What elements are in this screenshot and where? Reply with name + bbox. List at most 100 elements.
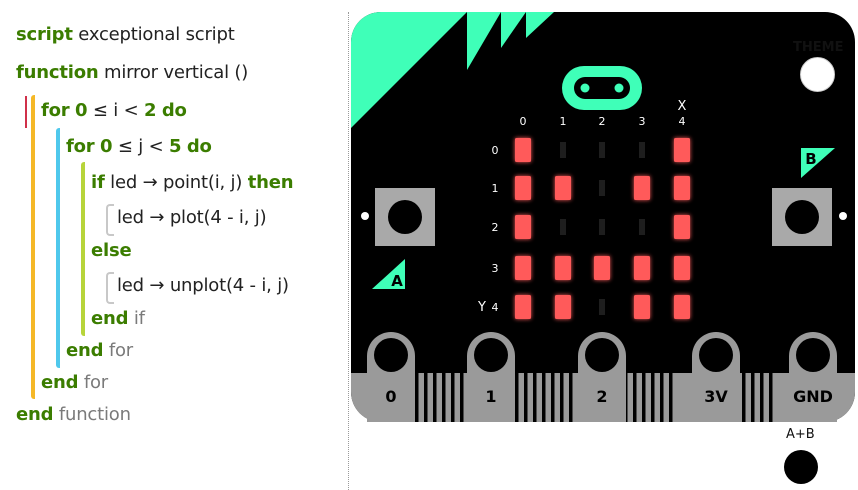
edge-line [551, 373, 555, 422]
code-line-unplot[interactable]: led → unplot(4 - i, j) [117, 270, 289, 302]
end-for-label: for [108, 340, 133, 361]
pin-hole [585, 338, 619, 372]
edge-line [433, 373, 437, 422]
theme-button[interactable] [800, 57, 835, 92]
pin-label: 1 [485, 387, 496, 406]
y-axis-label: Y [477, 300, 486, 315]
code-line-end-if[interactable]: end if [91, 303, 145, 335]
accent-triangle-large [351, 12, 467, 128]
plot-statement-bracket [106, 204, 114, 236]
edge-line [742, 373, 746, 422]
led-on[interactable] [634, 256, 650, 280]
led-on[interactable] [674, 176, 690, 200]
row-label: 3 [492, 262, 499, 275]
button-a-label: A [391, 272, 403, 290]
button-a[interactable] [375, 188, 435, 246]
led-on[interactable] [674, 215, 690, 239]
led-on[interactable] [674, 256, 690, 280]
ab-button[interactable] [784, 450, 818, 484]
theme-label: THEME [793, 40, 844, 55]
accent-triangle-tiny [526, 12, 554, 38]
code-line-function[interactable]: function mirror vertical () [16, 57, 248, 89]
led-on[interactable] [594, 256, 610, 280]
if-block-bar[interactable] [81, 162, 85, 336]
keyword-do: do [161, 100, 187, 121]
ab-button-label: A+B [786, 427, 815, 442]
edge-line [533, 373, 537, 422]
edge-line [633, 373, 637, 422]
range-operator: ≤ j < [117, 136, 164, 157]
led-on[interactable] [674, 138, 690, 162]
code-line-if[interactable]: if led → point(i, j) then [91, 167, 294, 199]
keyword-end: end [91, 308, 129, 329]
led-on[interactable] [515, 176, 531, 200]
edge-line [542, 373, 546, 422]
pin-2[interactable]: 2 [578, 332, 626, 422]
led-off[interactable] [599, 219, 605, 235]
button-b-label-triangle [801, 148, 835, 178]
edge-line [460, 373, 464, 422]
edge-line [442, 373, 446, 422]
for-i-block-bar[interactable] [31, 95, 35, 399]
code-line-end-for-j[interactable]: end for [66, 335, 133, 367]
led-on[interactable] [515, 256, 531, 280]
code-line-for-j[interactable]: for 0 ≤ j < 5 do [66, 131, 212, 163]
pin-3v[interactable]: 3V [692, 332, 740, 422]
button-a-label-triangle [372, 259, 405, 289]
led-off[interactable] [560, 142, 566, 158]
led-on[interactable] [674, 295, 690, 319]
led-on[interactable] [555, 256, 571, 280]
led-off[interactable] [560, 219, 566, 235]
led-off[interactable] [599, 142, 605, 158]
code-line-script[interactable]: script exceptional script [16, 19, 235, 51]
led-on[interactable] [515, 215, 531, 239]
keyword-if: if [91, 172, 105, 193]
led-on[interactable] [555, 295, 571, 319]
column-label: 2 [599, 115, 606, 128]
led-off[interactable] [599, 299, 605, 315]
led-off[interactable] [639, 219, 645, 235]
led-on[interactable] [634, 176, 650, 200]
code-line-else[interactable]: else [91, 235, 132, 267]
code-line-end-for-i[interactable]: end for [41, 367, 108, 399]
led-on[interactable] [515, 295, 531, 319]
range-end: 5 [169, 136, 182, 157]
code-line-end-function[interactable]: end function [16, 399, 131, 431]
led-matrix[interactable] [515, 138, 690, 319]
selection-marker [25, 96, 27, 128]
edge-line [660, 373, 664, 422]
pin-0[interactable]: 0 [367, 332, 415, 422]
led-off[interactable] [599, 180, 605, 196]
pin-1[interactable]: 1 [467, 332, 515, 422]
column-label: 1 [560, 115, 567, 128]
led-off[interactable] [639, 142, 645, 158]
keyword-script: script [16, 24, 73, 45]
pin-gnd[interactable]: GND [789, 332, 837, 422]
edge-line [769, 373, 773, 422]
button-b-label: B [805, 150, 816, 168]
end-for-label: for [83, 372, 108, 393]
function-signature: mirror vertical () [104, 62, 249, 83]
led-on[interactable] [555, 176, 571, 200]
keyword-for: for [41, 100, 70, 121]
code-line-plot[interactable]: led → plot(4 - i, j) [117, 202, 267, 234]
button-b[interactable] [772, 188, 832, 246]
edge-line [415, 373, 419, 422]
range-start: 0 [100, 136, 113, 157]
plot-statement: led → plot(4 - i, j) [117, 207, 267, 228]
keyword-else: else [91, 240, 132, 261]
keyword-do: do [186, 136, 212, 157]
edge-line [560, 373, 564, 422]
keyword-end: end [16, 404, 54, 425]
code-line-for-i[interactable]: for 0 ≤ i < 2 do [41, 95, 187, 127]
accent-triangle-small [501, 12, 526, 48]
panel-divider [348, 12, 349, 490]
script-name: exceptional script [78, 24, 235, 45]
led-on[interactable] [634, 295, 650, 319]
led-on[interactable] [515, 138, 531, 162]
for-j-block-bar[interactable] [56, 128, 60, 368]
edge-line [451, 373, 455, 422]
